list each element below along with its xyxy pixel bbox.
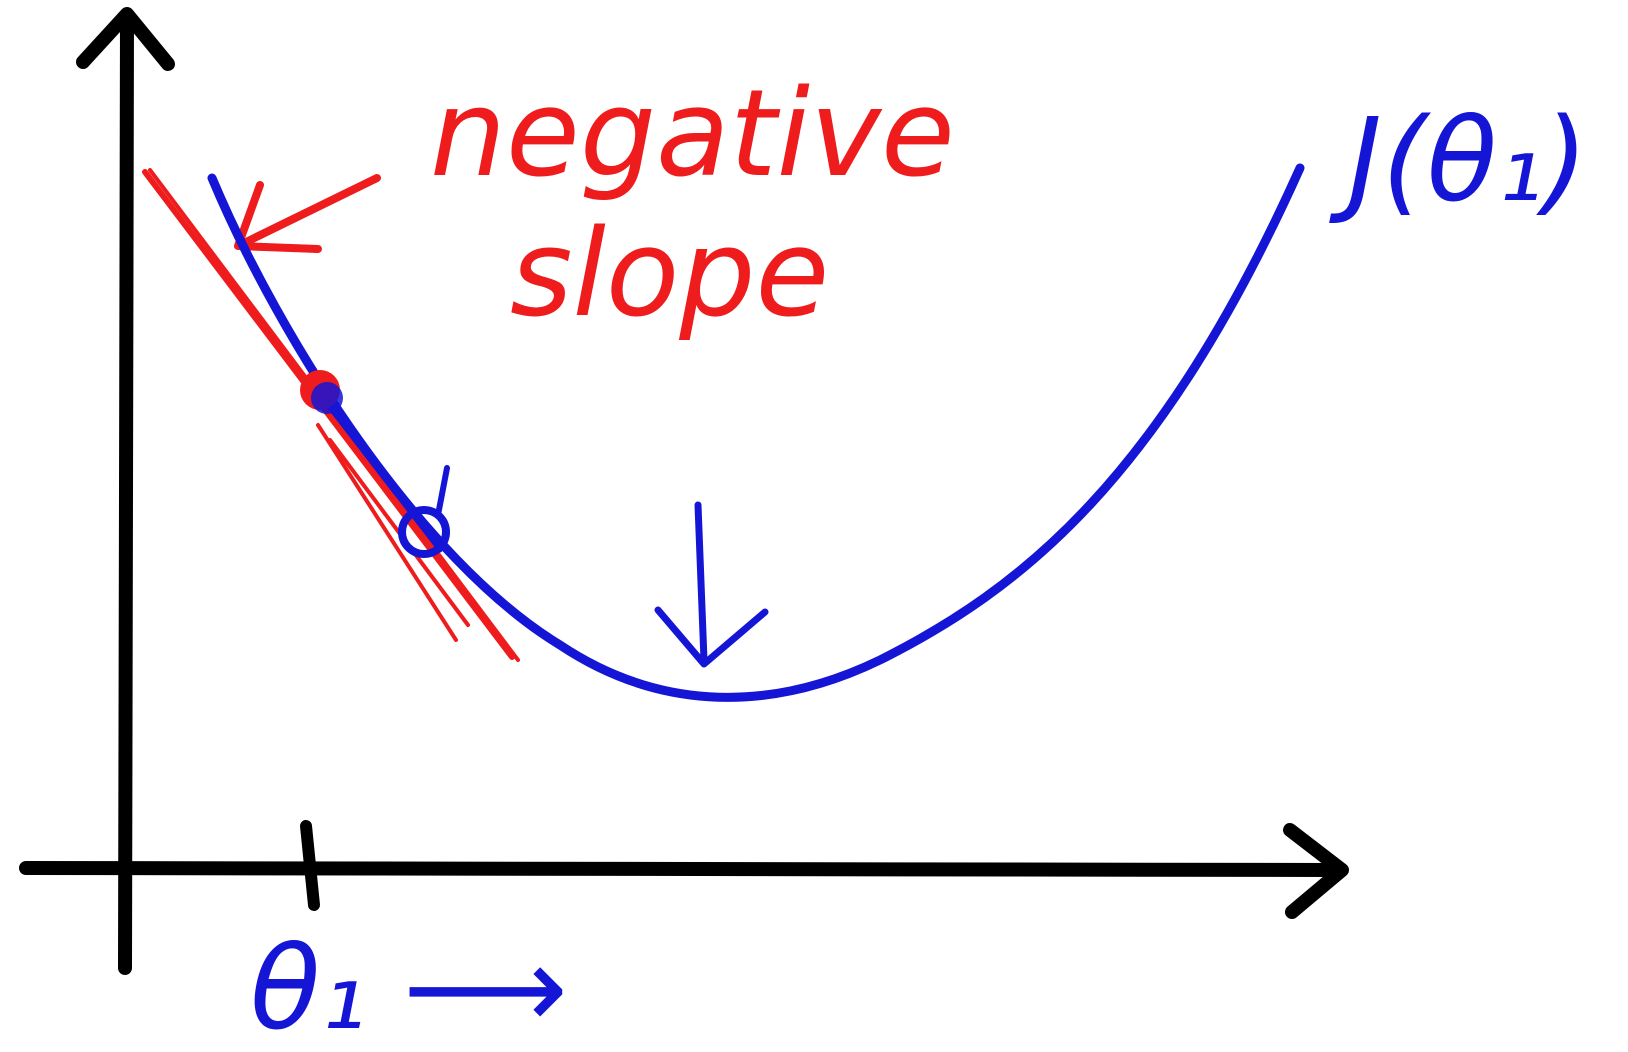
y-axis bbox=[118, 11, 134, 975]
curve-overdraw bbox=[315, 389, 443, 553]
annotation-arrow bbox=[234, 174, 381, 253]
cost-curve bbox=[207, 163, 1305, 702]
curve-label: J(θ₁) bbox=[1329, 94, 1588, 228]
x-axis bbox=[19, 861, 1345, 877]
annotation-line2: slope bbox=[510, 205, 829, 344]
y-axis-arrowhead bbox=[76, 7, 175, 71]
tangent-line bbox=[142, 168, 520, 662]
annotation-line1: negative bbox=[430, 65, 955, 204]
x-axis-label: θ₁ ⟶ bbox=[250, 922, 568, 1052]
blue-point-2 bbox=[398, 506, 450, 558]
blue-point-1 bbox=[311, 382, 343, 414]
x-axis-arrowhead bbox=[1283, 823, 1349, 919]
axes bbox=[19, 7, 1349, 975]
minimum-arrow bbox=[654, 501, 769, 668]
theta1-tick bbox=[300, 820, 320, 911]
blue-point-2-tick bbox=[435, 465, 450, 518]
